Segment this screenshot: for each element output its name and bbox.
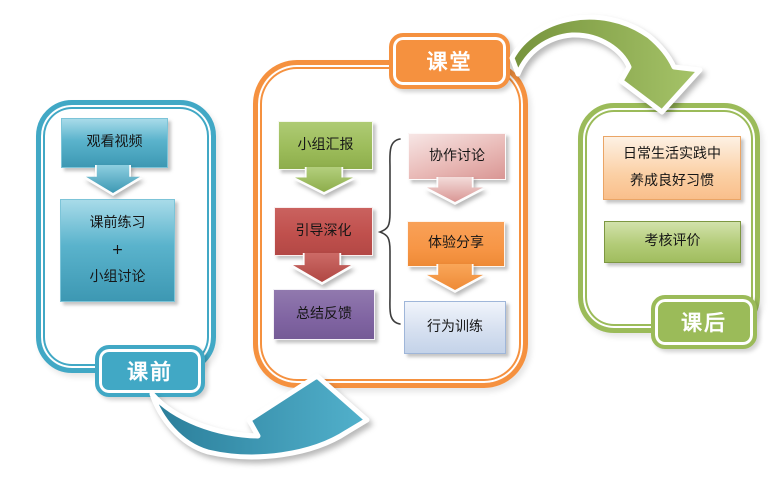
down-arrow-teal-icon <box>83 165 143 196</box>
node-pre-exercise: 课前练习 + 小组讨论 <box>60 199 175 302</box>
stage-post-label: 课后 <box>651 295 757 349</box>
down-arrow-pink-icon <box>424 177 486 205</box>
stage-pre-label-text: 课前 <box>127 360 173 384</box>
node-watch-video: 观看视频 <box>61 118 168 168</box>
node-assessment: 考核评价 <box>604 221 741 263</box>
stage-pre-container: 观看视频 课前练习 + 小组讨论 课前 <box>36 100 216 397</box>
behavior-training-text: 行为训练 <box>427 318 483 335</box>
stage-class-container: 课堂 小组汇报 引导深化 总结反馈 协作讨论 体验分享 行为训练 <box>253 33 528 388</box>
collab-discussion-text: 协作讨论 <box>429 147 485 164</box>
summary-feedback-text: 总结反馈 <box>296 305 352 322</box>
stage-post-container: 日常生活实践中 养成良好习惯 考核评价 课后 <box>578 103 760 349</box>
group-report-text: 小组汇报 <box>297 136 354 153</box>
down-arrow-red-icon <box>290 253 354 285</box>
node-collab-discussion: 协作讨论 <box>408 133 506 180</box>
experience-share-text: 体验分享 <box>428 235 484 252</box>
pre-exercise-line1: 课前练习 <box>89 214 146 231</box>
stage-pre-label: 课前 <box>95 345 205 397</box>
node-behavior-training: 行为训练 <box>404 301 506 354</box>
daily-practice-line1: 日常生活实践中 <box>623 145 721 162</box>
node-guide-deepen: 引导深化 <box>274 207 373 256</box>
stage-post-label-text: 课后 <box>681 311 727 335</box>
down-arrow-orange-icon <box>424 264 486 293</box>
down-arrow-green-icon <box>292 167 356 195</box>
node-summary-feedback: 总结反馈 <box>273 289 375 340</box>
pre-exercise-line2: + <box>111 241 124 258</box>
curved-arrow-class-to-post-icon <box>509 14 703 115</box>
node-experience-share: 体验分享 <box>407 221 505 267</box>
assessment-text: 考核评价 <box>644 233 701 250</box>
daily-practice-line2: 养成良好习惯 <box>630 173 714 189</box>
node-daily-practice: 日常生活实践中 养成良好习惯 <box>603 136 741 200</box>
guide-deepen-text: 引导深化 <box>295 222 352 239</box>
node-watch-video-text: 观看视频 <box>86 134 143 151</box>
pre-exercise-line3: 小组讨论 <box>89 269 146 286</box>
node-group-report: 小组汇报 <box>278 121 373 170</box>
stage-class-label-text: 课堂 <box>426 50 473 74</box>
stage-class-label: 课堂 <box>389 33 510 89</box>
